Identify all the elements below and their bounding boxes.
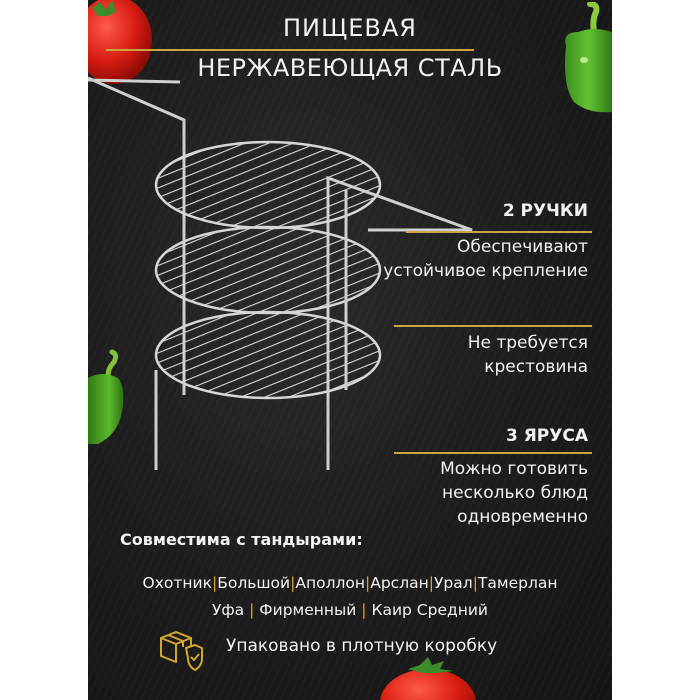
packaging-text: Упаковано в плотную коробку [226,636,498,656]
gold-divider [394,452,592,454]
feature-text: крестовина [484,357,588,377]
compatibility-row-2: Уфа | Фирменный | Каир Средний [88,601,612,619]
green-pepper-icon [565,2,612,113]
box-shield-check-icon [160,631,203,671]
title-line-1: ПИЩЕВАЯ [283,14,417,42]
separator: | [472,574,478,592]
model-name: Тамерлан [477,574,558,592]
compatibility-title: Совместима с тандырами: [120,530,363,549]
feature-text: устойчивое крепление [383,261,588,281]
separator: | [361,601,367,619]
gold-divider [406,231,592,233]
feature-text: одновременно [457,507,588,527]
model-name: Каир Средний [371,601,489,619]
gold-divider [106,49,474,51]
feature-title-tiers: 3 ЯРУСА [505,426,588,446]
separator: | [211,574,218,592]
feature-text: Не требуется [467,333,588,353]
green-pepper-icon [88,349,124,444]
separator: | [249,601,255,619]
tomato-icon [380,657,476,700]
separator: | [365,574,371,592]
grill-rack-image [88,76,473,470]
model-name: Урал [433,574,473,592]
feature-text: Обеспечивают [457,237,588,257]
compatibility-row-1: Охотник|Большой|Аполлон|Арслан|Урал|Таме… [88,574,612,592]
separator: | [428,574,434,592]
model-name: Аполлон [295,574,365,592]
product-card: ПИЩЕВАЯ НЕРЖАВЕЮЩАЯ СТАЛЬ 2 РУЧКИ Обеспе… [88,0,612,700]
model-name: Уфа [211,601,245,619]
feature-title-handles: 2 РУЧКИ [502,201,588,221]
separator: | [290,574,296,592]
gold-divider [394,325,592,327]
title-line-2: НЕРЖАВЕЮЩАЯ СТАЛЬ [197,54,503,82]
tomato-icon [88,0,152,84]
feature-text: несколько блюд [442,483,588,503]
model-name: Фирменный [259,601,357,619]
model-name: Большой [217,574,291,592]
model-name: Арслан [370,574,429,592]
model-name: Охотник [142,574,212,592]
feature-text: Можно готовить [440,459,588,479]
